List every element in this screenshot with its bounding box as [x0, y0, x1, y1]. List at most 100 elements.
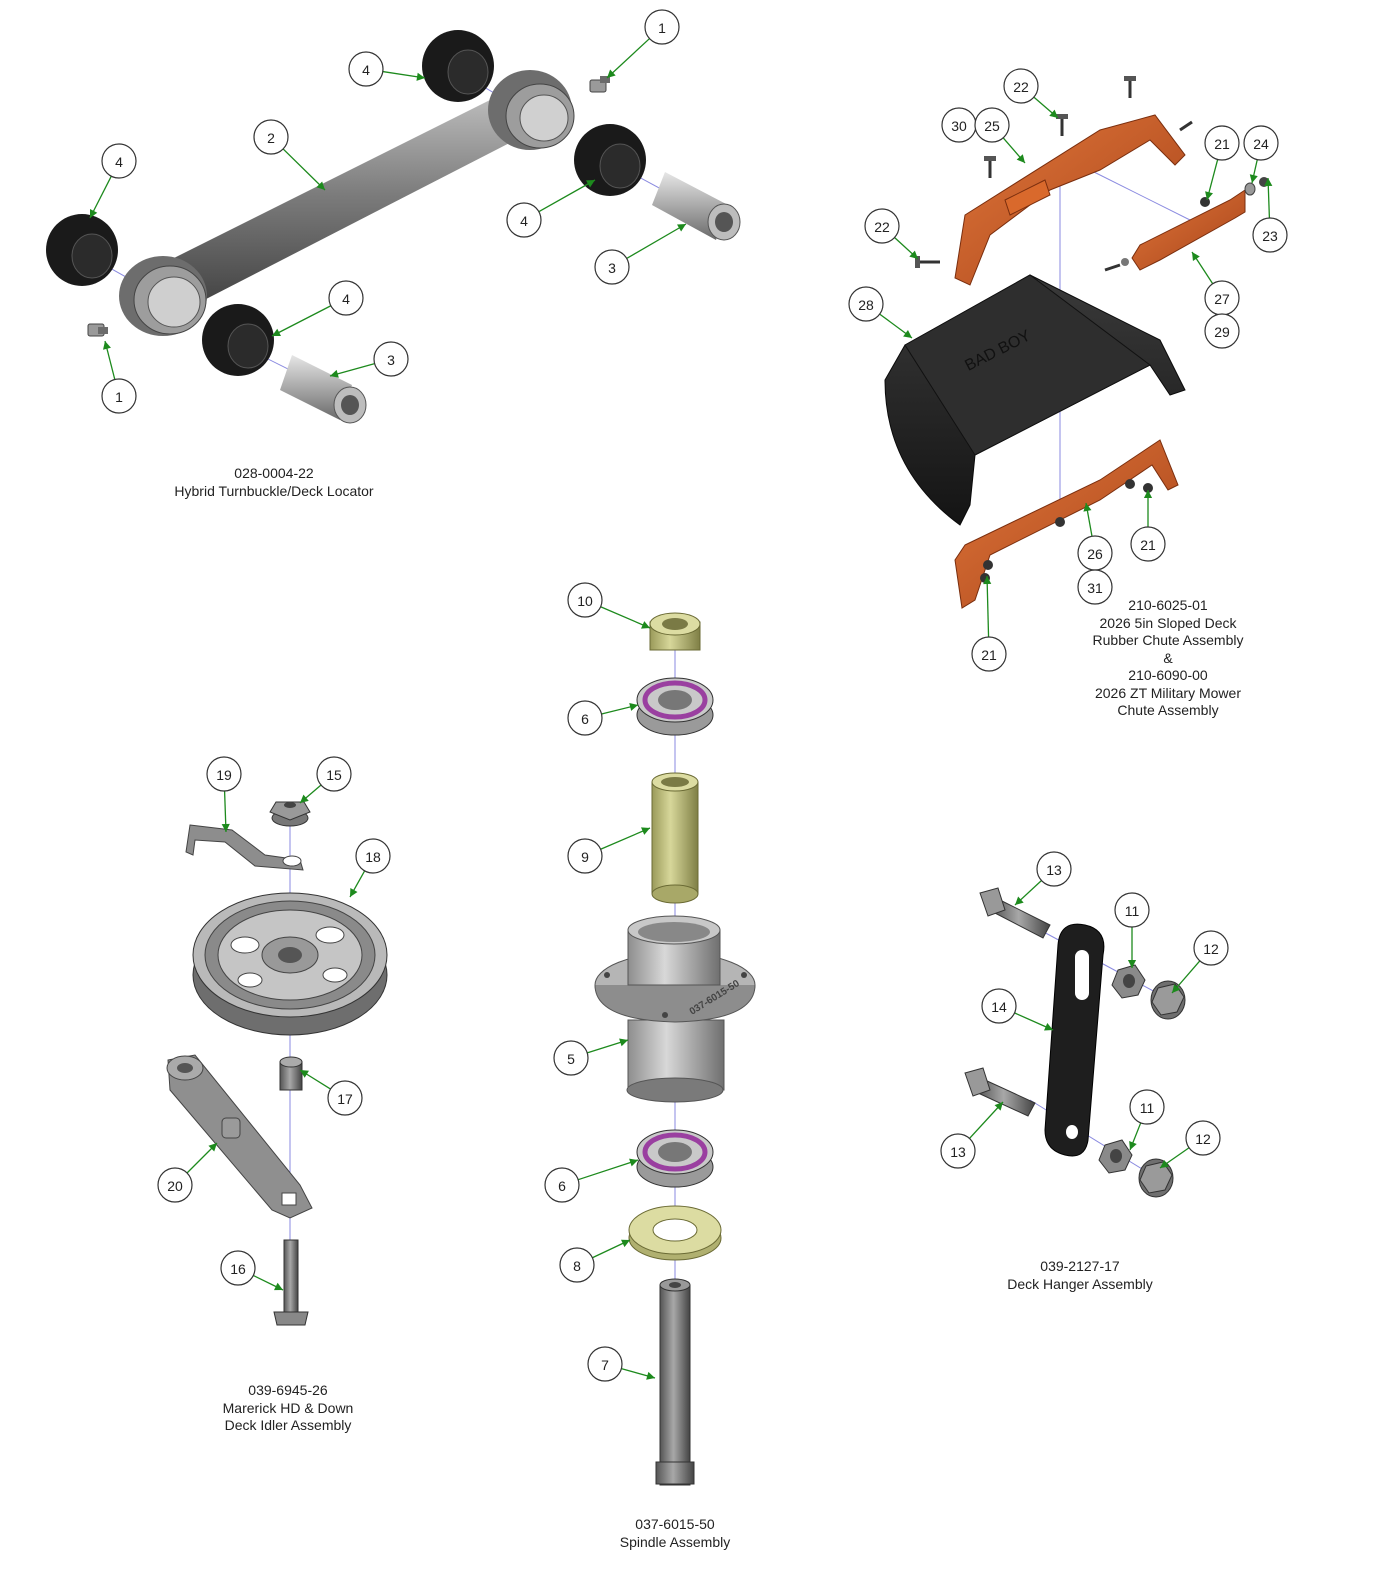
hanger-bolt [979, 887, 1051, 939]
callout-bubble [101, 378, 137, 414]
callout-number: 30 [951, 118, 967, 134]
callout-bubble [1252, 217, 1288, 253]
leader-arrowhead [1249, 174, 1258, 183]
flange-nut [1055, 517, 1065, 527]
callout-chute: 23 [1252, 177, 1288, 253]
callout-number: 28 [858, 297, 874, 313]
callout-bubble [316, 756, 352, 792]
callout-chute: 21 [1130, 490, 1166, 562]
deck-hanger-assembly [964, 887, 1186, 1198]
leader-line [538, 179, 596, 213]
callout-chute: 27 [1191, 251, 1240, 316]
caption-chute: 210-6025-01 2026 5in Sloped Deck Rubber … [1092, 597, 1244, 718]
leader-arrowhead [994, 1102, 1003, 1111]
carriage-bolt [1124, 76, 1136, 98]
leader-arrowhead [208, 1143, 217, 1152]
leader-arrowhead [646, 1371, 655, 1380]
callout-number: 3 [608, 260, 616, 276]
callout-turnbuckle: 4 [89, 143, 137, 219]
callout-bubble [1036, 851, 1072, 887]
callout-number: 21 [1140, 537, 1156, 553]
callout-number: 8 [573, 1258, 581, 1274]
idler-spacer [279, 1056, 303, 1091]
leader-arrowhead [330, 369, 339, 378]
callout-bubble [506, 202, 542, 238]
leader-arrowhead [983, 576, 992, 585]
idler-bolt [273, 1239, 309, 1326]
carriage-bolt [984, 156, 996, 178]
callout-number: 22 [1013, 79, 1029, 95]
callout-bubble [1129, 1089, 1165, 1125]
flange-lock-nut [269, 801, 311, 827]
callout-bubble [327, 1080, 363, 1116]
leader-line [271, 305, 332, 337]
leader-arrowhead [607, 69, 616, 78]
leader-arrowhead [903, 329, 912, 338]
callout-chute: 29 [1204, 313, 1240, 349]
callout-bubble [864, 208, 900, 244]
callout-chute: 31 [1077, 569, 1113, 605]
callout-bubble [940, 1133, 976, 1169]
callout-number: 20 [167, 1178, 183, 1194]
callout-chute: 21 [971, 575, 1007, 672]
callout-number: 15 [326, 767, 342, 783]
callout-bubble [553, 1040, 589, 1076]
callout-spindle: 8 [559, 1239, 631, 1283]
lower-bearing [636, 1129, 714, 1188]
callout-number: 1 [115, 389, 123, 405]
callout-bubble [328, 280, 364, 316]
leader-arrowhead [909, 250, 918, 259]
turnbuckle-assembly [46, 30, 741, 424]
callout-hanger: 12 [1159, 1120, 1221, 1169]
callout-bubble [981, 988, 1017, 1024]
leader-line [600, 606, 651, 629]
callout-turnbuckle: 4 [348, 51, 426, 87]
leader-arrowhead [1264, 178, 1273, 187]
callout-number: 18 [365, 849, 381, 865]
leader-arrowhead [586, 180, 595, 188]
callout-bubble [559, 1247, 595, 1283]
callout-number: 2 [267, 130, 275, 146]
callout-bubble [1130, 526, 1166, 562]
callout-bubble [1204, 125, 1240, 161]
hanger-link [1044, 923, 1105, 1157]
leader-arrowhead [677, 224, 686, 232]
callout-number: 9 [581, 849, 589, 865]
flange-lock-nut [1150, 980, 1186, 1020]
callout-number: 12 [1203, 941, 1219, 957]
callout-bubble [567, 582, 603, 618]
upper-chute-bracket [954, 114, 1186, 286]
callout-turnbuckle: 4 [271, 280, 364, 337]
callout-bubble [1114, 892, 1150, 928]
leader-line [969, 1101, 1004, 1139]
callout-number: 6 [581, 711, 589, 727]
callout-bubble [974, 107, 1010, 143]
rubber-chute: BAD BOY [884, 274, 1186, 526]
callout-number: 26 [1087, 546, 1103, 562]
flange-nut [983, 560, 993, 570]
callout-number: 23 [1262, 228, 1278, 244]
callout-number: 7 [601, 1357, 609, 1373]
callout-hanger: 13 [940, 1101, 1004, 1169]
callout-idler: 16 [220, 1250, 284, 1291]
leader-arrowhead [103, 341, 111, 350]
spindle-housing: 037-6015-50 [594, 915, 756, 1103]
callout-spindle: 10 [567, 582, 651, 629]
callout-idler: 15 [299, 756, 352, 804]
callout-turnbuckle: 2 [253, 119, 326, 191]
callout-turnbuckle: 1 [606, 9, 680, 79]
callout-number: 11 [1140, 1100, 1155, 1116]
dust-shield [628, 1205, 722, 1261]
callout-number: 31 [1087, 580, 1103, 596]
callout-bubble [848, 286, 884, 322]
callout-bubble [567, 838, 603, 874]
leader-arrowhead [272, 328, 281, 336]
flange-nut [1200, 197, 1210, 207]
callout-idler: 20 [157, 1142, 218, 1203]
callout-spindle: 6 [567, 700, 639, 736]
idler-pulley [192, 892, 388, 1036]
caption-turnbuckle: 028-0004-22 Hybrid Turnbuckle/Deck Locat… [174, 465, 374, 499]
callout-turnbuckle: 3 [329, 341, 409, 378]
rubber-bushing [202, 304, 274, 376]
